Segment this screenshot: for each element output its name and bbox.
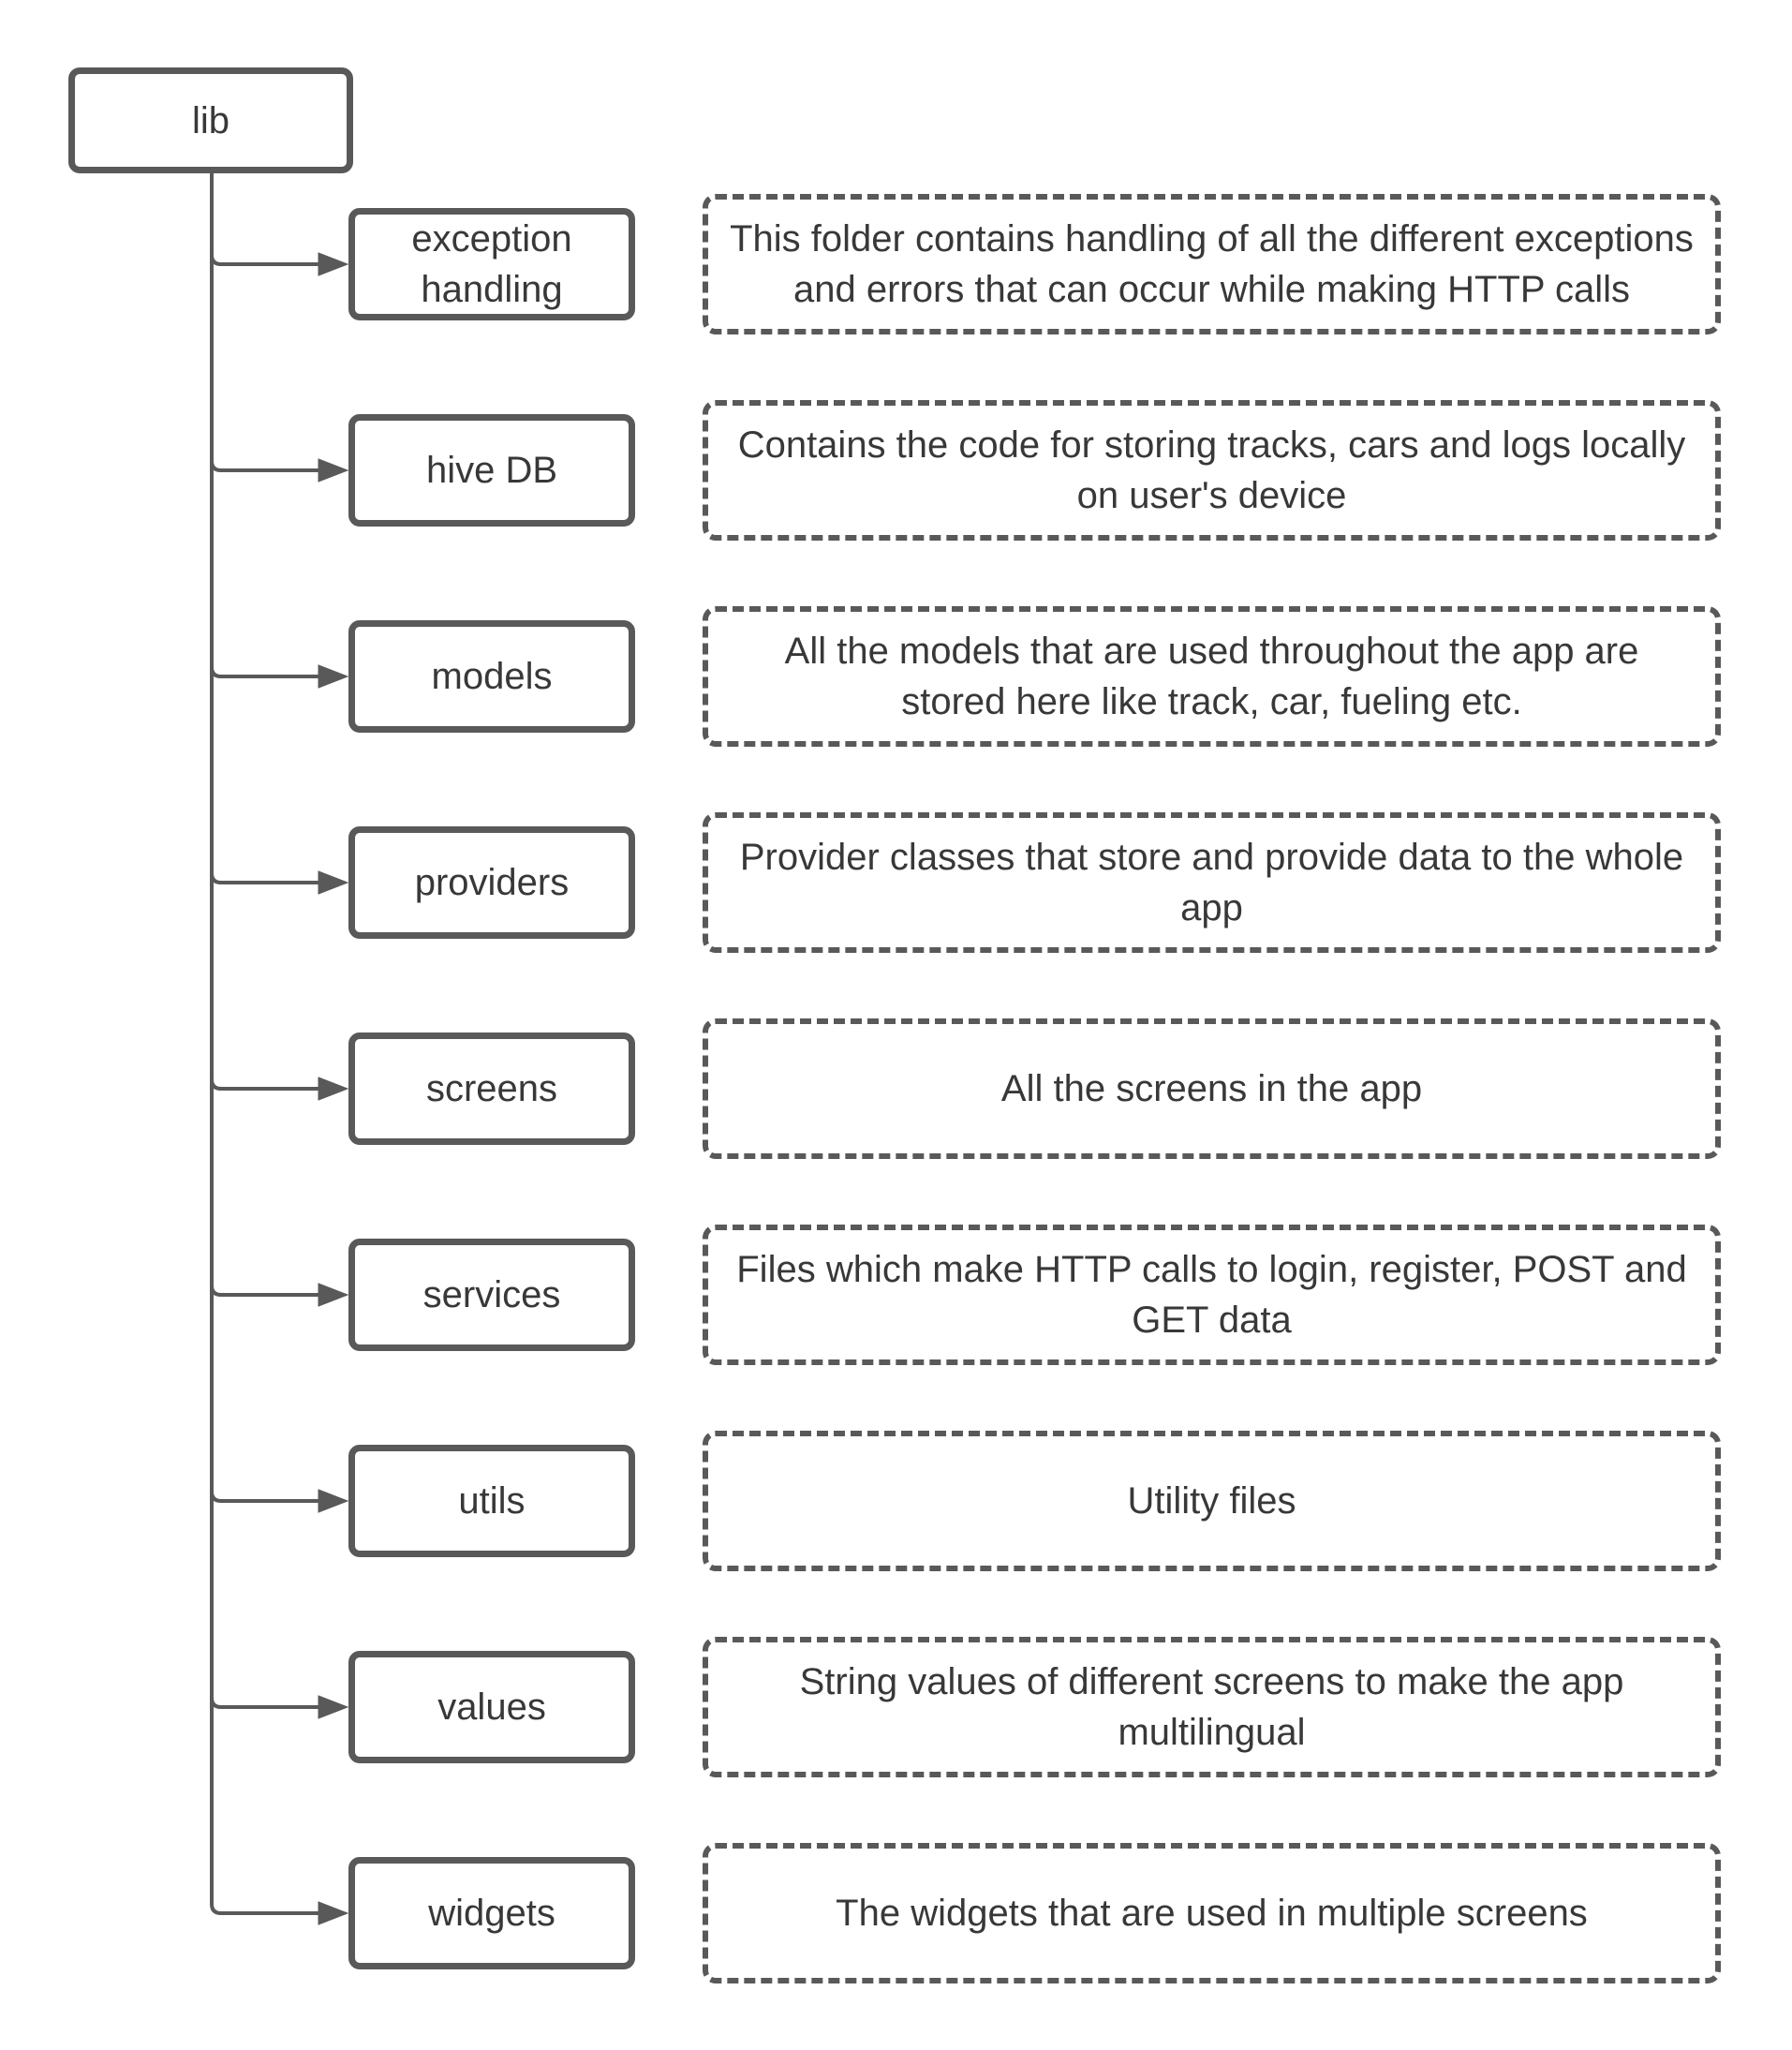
node-models: models	[348, 620, 635, 733]
node-label: values	[437, 1686, 546, 1728]
node-providers: providers	[348, 826, 635, 939]
description-services: Files which make HTTP calls to login, re…	[703, 1225, 1721, 1365]
branch-line-6	[210, 1491, 320, 1503]
branch-line-4	[210, 1078, 320, 1091]
node-lib: lib	[68, 67, 353, 173]
node-label: hive DB	[425, 450, 558, 491]
description-text: Utility files	[1127, 1480, 1296, 1522]
branch-line-7	[210, 1697, 320, 1709]
node-label: utils	[458, 1480, 526, 1522]
node-values: values	[348, 1651, 635, 1763]
description-hive-db: Contains the code for storing tracks, ca…	[703, 400, 1721, 541]
description-text: String values of different screens to ma…	[799, 1661, 1624, 1753]
description-text: Provider classes that store and provide …	[739, 837, 1684, 928]
branch-line-2	[210, 666, 320, 678]
description-text: This folder contains handling of all the…	[730, 218, 1694, 310]
description-exception-handling: This folder contains handling of all the…	[703, 194, 1721, 334]
tree-trunk-line	[210, 173, 320, 1915]
arrowhead-icon-1	[318, 458, 349, 483]
node-label: services	[422, 1274, 561, 1315]
arrowhead-icon-4	[318, 1077, 349, 1101]
node-label: screens	[425, 1068, 558, 1109]
description-text: All the screens in the app	[1000, 1068, 1423, 1109]
node-label: providers	[414, 862, 570, 903]
node-widgets: widgets	[348, 1857, 635, 1969]
description-text: All the models that are used throughout …	[784, 631, 1639, 722]
branch-line-0	[210, 254, 320, 266]
description-text: The widgets that are used in multiple sc…	[836, 1893, 1588, 1934]
arrowhead-icon-2	[318, 664, 349, 689]
node-utils: utils	[348, 1445, 635, 1557]
arrowhead-icon-8	[318, 1901, 349, 1925]
node-label: widgets	[428, 1893, 555, 1934]
node-services: services	[348, 1239, 635, 1351]
node-label: models	[431, 656, 553, 697]
description-text: Files which make HTTP calls to login, re…	[736, 1249, 1687, 1341]
arrowhead-icon-0	[318, 252, 349, 276]
branch-line-3	[210, 872, 320, 884]
description-providers: Provider classes that store and provide …	[703, 812, 1721, 953]
branch-line-5	[210, 1285, 320, 1297]
description-values: String values of different screens to ma…	[703, 1637, 1721, 1777]
node-lib-label: lib	[191, 99, 230, 141]
description-models: All the models that are used throughout …	[703, 606, 1721, 747]
description-widgets: The widgets that are used in multiple sc…	[703, 1843, 1721, 1983]
arrowhead-icon-3	[318, 870, 349, 895]
node-screens: screens	[348, 1032, 635, 1145]
node-label: exception handling	[411, 218, 572, 310]
arrowhead-icon-5	[318, 1283, 349, 1307]
description-text: Contains the code for storing tracks, ca…	[737, 424, 1686, 516]
arrowhead-icon-6	[318, 1489, 349, 1513]
branch-line-1	[210, 460, 320, 472]
arrowhead-icon-7	[318, 1695, 349, 1719]
node-hive-db: hive DB	[348, 414, 635, 527]
node-exception-handling: exception handling	[348, 208, 635, 320]
description-utils: Utility files	[703, 1431, 1721, 1571]
description-screens: All the screens in the app	[703, 1018, 1721, 1159]
